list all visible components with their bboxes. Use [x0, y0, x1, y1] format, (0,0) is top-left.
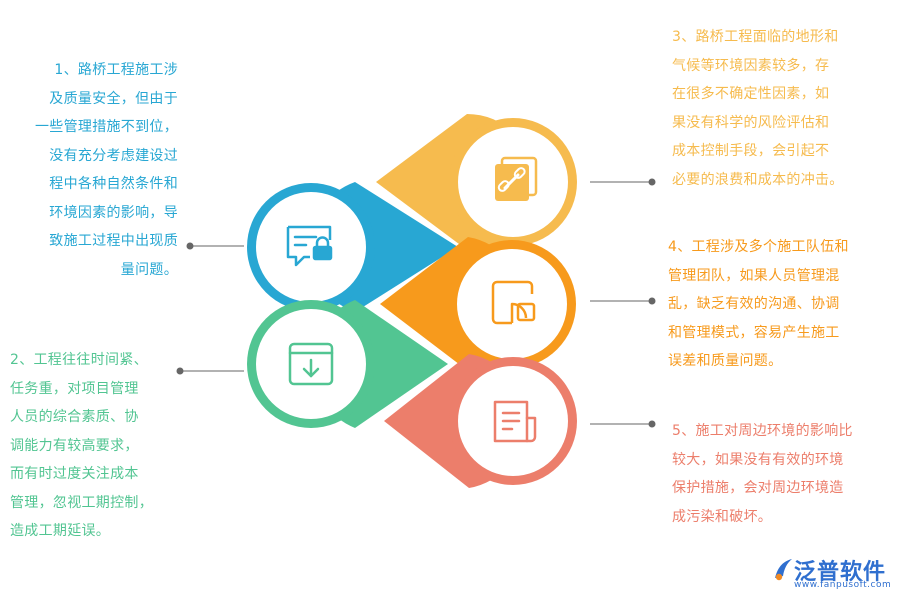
item-3-line: 必要的浪费和成本的冲击。 [672, 171, 844, 188]
item-2-line: 管理，忽视工期控制， [10, 494, 153, 511]
brand-name: 泛普软件 [794, 560, 887, 585]
brand-url: www.fanpusoft.com [794, 580, 892, 590]
item-4-line: 管理团队，如果人员管理混 [668, 267, 840, 284]
connector-dot-4 [648, 297, 656, 305]
item-1-text: 1、路桥工程施工涉及质量安全，但由于一些管理措施不到位， 没有充分考虑建设过程中各… [6, 56, 178, 284]
item-2-line: 人员的综合素质、协 [10, 409, 139, 425]
item-1-shape [247, 182, 458, 312]
item-4-line: 误差和质量问题。 [668, 353, 783, 369]
connector-dot-2 [176, 367, 184, 375]
item-3-line: 成本控制手段，会引起不 [672, 143, 830, 159]
item-1-line: 及质量安全，但由于 [49, 90, 178, 107]
item-2-line: 调能力有较高要求， [10, 437, 139, 454]
connector-dot-3 [648, 178, 656, 186]
item-4-line: 乱，缺乏有效的沟通、协调 [668, 296, 840, 312]
item-1-line: 没有充分考虑建设过 [49, 147, 178, 164]
pie-window-icon [491, 280, 536, 325]
item-4-shape [380, 237, 576, 371]
item-2-line: 造成工期延误。 [10, 523, 111, 539]
item-2-text: 2、工程往往时间紧、任务重，对项目管理人员的综合素质、协调能力有较高要求， 而有时… [10, 346, 180, 546]
item-1-line: 1、路桥工程施工涉 [54, 62, 178, 78]
item-3-line: 气候等环境因素较多，存 [672, 57, 830, 74]
item-1-line: 量问题。 [120, 261, 178, 278]
item-5-line: 成污染和破坏。 [672, 508, 773, 525]
connector-dot-5 [648, 420, 656, 428]
item-4-line: 4、工程涉及多个施工队伍和 [668, 239, 849, 255]
item-5-line: 5、施工对周边环境的影响比 [672, 423, 853, 439]
item-3-line: 3、路桥工程面临的地形和 [672, 29, 839, 45]
item-1-line: 环境因素的影响，导 [49, 204, 178, 221]
item-1-line: 程中各种自然条件和 [49, 176, 178, 192]
item-3-text: 3、路桥工程面临的地形和气候等环境因素较多，存在很多不确定性因素，如果没有科学的… [672, 23, 872, 194]
brand-logo: 泛普软件 www.fanpusoft.com [772, 550, 896, 596]
item-5-text: 5、施工对周边环境的影响比较大，如果没有有效的环境保护措施，会对周边环境造成污染… [672, 417, 877, 531]
item-2-line: 2、工程往往时间紧、 [10, 352, 148, 368]
item-5-shape [384, 354, 577, 488]
document-icon [493, 400, 537, 443]
item-1-line: 致施工过程中出现质 [49, 233, 178, 249]
item-1-disc [256, 192, 366, 302]
item-2-shape [247, 300, 448, 428]
link-icon [495, 156, 538, 201]
connector-lines [176, 178, 656, 428]
item-3-shape [376, 114, 577, 250]
message-lock-icon [286, 225, 333, 267]
item-2-line: 而有时过度关注成本 [10, 466, 139, 482]
item-3-line: 在很多不确定性因素，如 [672, 86, 830, 102]
item-5-line: 较大，如果没有有效的环境 [672, 451, 844, 468]
connector-dot-1 [186, 242, 194, 250]
item-1-line: 一些管理措施不到位， [35, 119, 178, 135]
download-box-icon [288, 342, 334, 386]
fanpu-logo-icon [775, 559, 792, 581]
item-4-text: 4、工程涉及多个施工队伍和管理团队，如果人员管理混乱，缺乏有效的沟通、协调和管理… [668, 233, 878, 376]
item-2-line: 任务重，对项目管理 [10, 380, 139, 397]
item-4-line: 和管理模式，容易产生施工 [668, 324, 840, 341]
item-3-line: 果没有科学的风险评估和 [672, 114, 830, 131]
item-5-line: 保护措施，会对周边环境造 [672, 480, 844, 496]
